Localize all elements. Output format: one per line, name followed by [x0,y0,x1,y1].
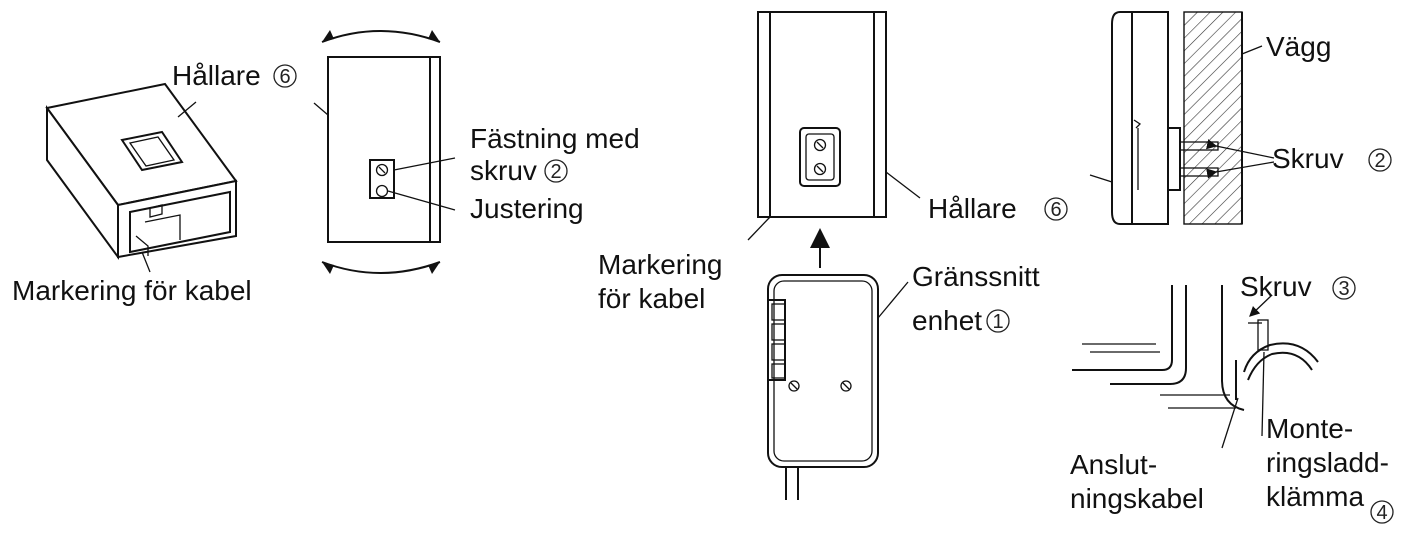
label-markering-kabel: Markering för kabel [12,275,252,306]
label-hallare-2: Hållare [928,193,1017,224]
svg-text:6: 6 [1050,199,1061,221]
circled-number-6-a: 6 [273,64,297,88]
wall-mount-side-view [1089,11,1275,225]
svg-text:4: 4 [1376,502,1387,524]
circled-number-3: 3 [1332,276,1356,300]
circled-number-2-a: 2 [544,159,568,183]
holder-front-view [313,30,456,274]
label-justering: Justering [470,193,584,224]
label-klamma: klämma [1266,481,1364,512]
svg-text:2: 2 [1374,150,1385,172]
label-anslut: Anslut- [1070,449,1157,480]
label-skruv-1: skruv [470,155,537,186]
label-fastning-med: Fästning med [470,123,640,154]
label-skruv-2: Skruv [1272,143,1344,174]
svg-text:3: 3 [1338,278,1349,300]
svg-text:6: 6 [279,66,290,88]
label-skruv-3: Skruv [1240,271,1312,302]
label-vagg: Vägg [1266,31,1331,62]
cable-clamp-detail [1072,285,1319,449]
label-gransnitt: Gränssnitt [912,261,1040,292]
circled-number-6-b: 6 [1044,197,1068,221]
label-ringsladd: ringsladd- [1266,447,1389,478]
label-hallare-1: Hållare [172,60,261,91]
label-ningskabel: ningskabel [1070,483,1204,514]
label-monte: Monte- [1266,413,1353,444]
interface-unit [767,274,909,500]
holder-box-perspective [45,82,238,273]
circled-number-2-b: 2 [1368,148,1392,172]
circled-number-1: 1 [986,309,1010,333]
label-for-kabel: för kabel [598,283,705,314]
circled-number-4: 4 [1370,500,1394,524]
label-markering: Markering [598,249,722,280]
svg-text:1: 1 [992,311,1003,333]
holder-front-assembly [747,11,921,241]
svg-text:2: 2 [550,161,561,183]
label-enhet: enhet [912,305,982,336]
